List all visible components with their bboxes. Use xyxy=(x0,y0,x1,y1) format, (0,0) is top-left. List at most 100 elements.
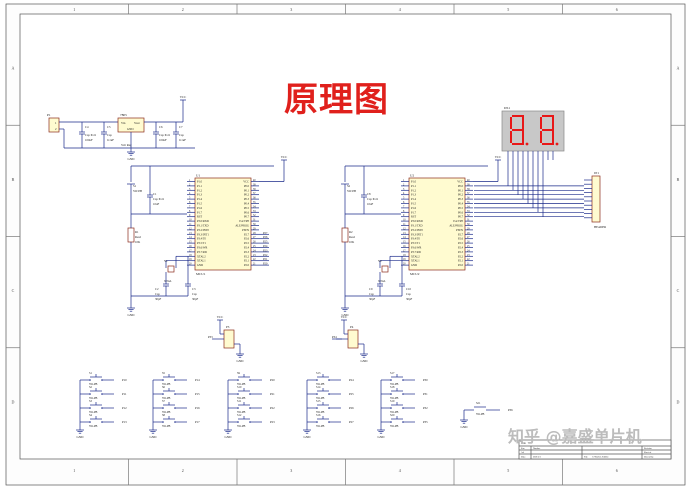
mcu-pin-num: 30 xyxy=(253,223,256,226)
switch-net: P14 xyxy=(195,378,200,382)
gnd-label: GND xyxy=(128,157,136,161)
mcu-pin-name: P2.4 xyxy=(244,247,250,250)
switch-net: P31 xyxy=(423,392,428,396)
switch-ref: S4 xyxy=(89,414,93,417)
mcu-pin-name: XTAL1 xyxy=(197,260,206,263)
border-col-label: 1 xyxy=(73,7,75,12)
switch-contact xyxy=(237,421,239,423)
power-jack-body xyxy=(48,117,60,133)
mcu-pin-name: P0.4 xyxy=(244,203,250,206)
switch-ref: S18 xyxy=(390,386,395,389)
reset-switch-ref: S2 xyxy=(347,184,351,188)
mcu-pin-num: 34 xyxy=(253,205,256,208)
tb-file: C:\Work\1.SchDoc xyxy=(592,457,609,459)
border-col-label: 6 xyxy=(616,468,618,473)
mcu-pin-name: P3.4/T0 xyxy=(197,238,207,241)
display-ref: DS1 xyxy=(504,106,510,110)
crystal-cap-type: Cap xyxy=(192,292,197,296)
vcc-label: VCC xyxy=(281,155,288,159)
switch-type: SW-PB xyxy=(316,383,325,386)
cap-ref: C7 xyxy=(179,125,183,129)
reset-res-value: 10K xyxy=(135,240,141,244)
switch-type: SW-PB xyxy=(390,383,399,386)
switch-net: P10 xyxy=(122,378,127,382)
mcu-pin-num: 37 xyxy=(467,192,470,195)
mcu-label: MCU1 xyxy=(196,272,206,276)
mcu-pin-num: 5 xyxy=(403,197,405,200)
regulator-pin: GND xyxy=(127,127,134,131)
switch-net: P16 xyxy=(195,406,200,410)
mcu-pin-name: P1.3 xyxy=(411,194,417,197)
mcu-pin-num: 21 xyxy=(467,263,470,266)
watermark: 知乎 @嘉盛单片机 xyxy=(508,427,642,446)
switch-contact xyxy=(89,379,91,381)
mcu-pin-num: 20 xyxy=(403,263,406,266)
mcu-pin-name: ALE/PROG xyxy=(449,225,463,228)
mcu-pin-num: 11 xyxy=(189,223,192,226)
connector-ref: P4 xyxy=(350,325,354,329)
cap-ref: C6 xyxy=(159,125,163,129)
crystal-cap-value: 30pF xyxy=(192,297,199,301)
mcu-pin-name: P3.6/WR xyxy=(411,247,421,250)
mcu-pin-name: P2.1 xyxy=(244,260,250,263)
mcu-pin-num: 6 xyxy=(189,201,191,204)
reset-res-ref: R2 xyxy=(349,230,353,234)
switch-contact xyxy=(237,407,239,409)
mcu-pin-num: 31 xyxy=(253,219,256,222)
switch-net: P36 xyxy=(508,408,513,412)
switch-ref: S17 xyxy=(390,372,395,375)
switch-type: SW-PB xyxy=(162,397,171,400)
mcu-pin-num: 1 xyxy=(403,179,405,182)
mcu-pin-name: P3.6/WR xyxy=(197,247,207,250)
mcu-pin-name: P3.2/INT0 xyxy=(411,229,423,232)
switch-ref: S12 xyxy=(237,414,242,417)
mcu-pin-name: P0.3 xyxy=(458,198,464,201)
mcu-body xyxy=(194,177,252,271)
mcu-pin-name: P0.7 xyxy=(458,216,464,219)
mcu-pin-name: P2.4 xyxy=(458,247,464,250)
mcu-pin-name: P2.0 xyxy=(244,264,250,267)
mcu-pin-name: P0.1 xyxy=(458,189,464,192)
mcu-pin-num: 29 xyxy=(253,227,256,230)
header-type: HEADER xyxy=(594,225,606,229)
connector-net: P34 xyxy=(332,335,337,339)
display-segment xyxy=(542,115,554,117)
switch-ref: S20 xyxy=(390,414,395,417)
display-segment xyxy=(540,117,542,129)
mcu-pin-name: P3.7/RD xyxy=(197,251,207,254)
mcu-pin-name: RST xyxy=(411,216,416,219)
mcu-pin-name: XTAL2 xyxy=(197,255,206,258)
switch-matrix-section: S1SW-PBP10S2SW-PBP11S3SW-PBP12S4SW-PBP13… xyxy=(76,372,513,439)
switch-type: SW-PB xyxy=(390,397,399,400)
net-label: P20 xyxy=(263,263,268,266)
switch-type: SW-PB xyxy=(162,425,171,428)
switch-net: P24 xyxy=(349,378,354,382)
switch-ref: S14 xyxy=(316,386,321,389)
border-row-label: D xyxy=(12,399,15,404)
mcu-pin-num: 4 xyxy=(189,192,191,195)
border-col-label: 6 xyxy=(616,7,618,12)
gnd-label: GND xyxy=(150,435,158,439)
mcu-pin-num: 3 xyxy=(403,188,405,191)
regulator-pin: Vout xyxy=(134,121,140,125)
mcu-pin-name: P3.1/TXD xyxy=(197,225,209,228)
switch-contact xyxy=(89,421,91,423)
mcu-pin-num: 27 xyxy=(467,236,470,239)
switch-ref: S3 xyxy=(89,400,93,403)
crystal-type: XTAL xyxy=(164,279,172,283)
mcu-pin-name: P2.2 xyxy=(458,255,464,258)
mcu-pin-name: P1.7 xyxy=(411,211,417,214)
mcu-pin-num: 29 xyxy=(467,227,470,230)
mcu-pin-num: 33 xyxy=(467,210,470,213)
mcu-pin-num: 38 xyxy=(253,188,256,191)
mcu-pin-num: 20 xyxy=(189,263,192,266)
switch-ref: S11 xyxy=(237,400,242,403)
border-col-label: 5 xyxy=(507,7,509,12)
switch-contact xyxy=(390,407,392,409)
mcu-pin-name: P1.2 xyxy=(197,189,203,192)
mcu-pin-num: 2 xyxy=(189,183,191,186)
mcu-pin-num: 10 xyxy=(403,219,406,222)
